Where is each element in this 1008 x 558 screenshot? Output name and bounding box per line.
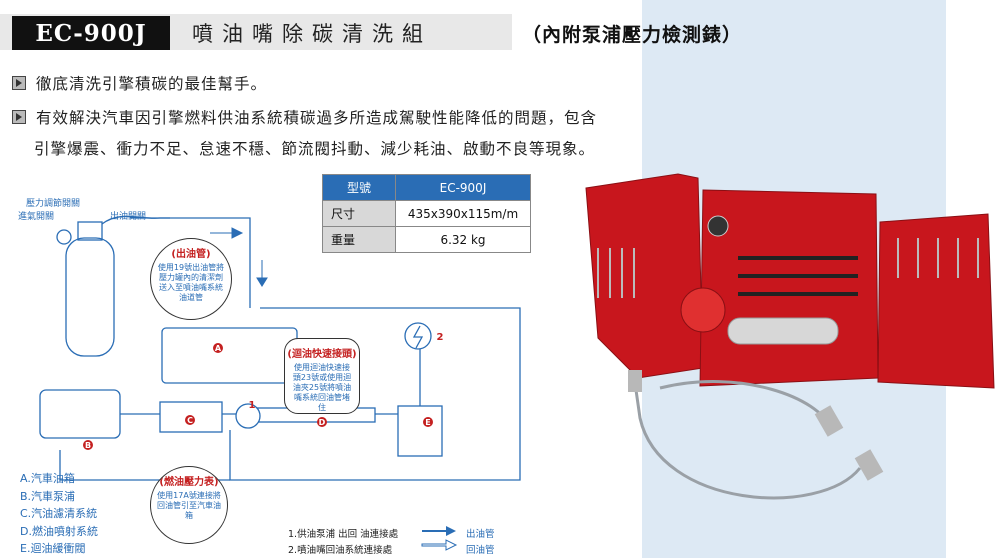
bullet-1-text: 徹底清洗引擎積碳的最佳幫手。	[36, 75, 268, 93]
hose-fitting	[814, 405, 844, 437]
note-1: 1.供油泵浦 出回 油連接處	[288, 529, 399, 540]
spec-row-size: 尺寸 435x390x115m/m	[322, 200, 531, 227]
tool-case-image	[585, 173, 995, 389]
bullet-arrow-icon	[12, 76, 26, 90]
bullet-2-text: 有效解決汽車因引擎燃料供油系統積碳過多所造成駕駛性能降低的問題，包含	[36, 109, 598, 127]
pressure-gauge-icon	[56, 229, 72, 245]
case-hoses	[738, 256, 858, 296]
case-fittings	[597, 238, 979, 298]
back-arrow-icon	[421, 539, 458, 551]
arrow-legend-out: 出油管	[466, 529, 495, 540]
gauge-icon	[707, 215, 729, 237]
callout-title: (迴油快速接頭)	[287, 349, 357, 360]
marker-2: 2	[437, 332, 444, 343]
return-line	[229, 307, 521, 481]
spec-label: 型號	[322, 174, 396, 201]
product-subtitle: （內附泵浦壓力檢測錶）	[522, 24, 743, 46]
pressure-canister	[65, 237, 115, 357]
note-2: 2.噴油嘴回油系統連接處	[288, 545, 393, 556]
braided-hose-1	[632, 375, 862, 500]
out-arrow-icon	[422, 526, 456, 536]
callout-outlet-hose: (出油管) 使用19號出油管將壓力罐內的清潔劑送入至噴油嘴系統油道管	[150, 238, 232, 320]
canister-valve	[77, 221, 103, 241]
legend-item: C.汽油濾清系統	[20, 507, 98, 520]
pressure-switch-label: 壓力調節開關	[26, 199, 81, 209]
diagram-lines	[39, 215, 521, 481]
marker-1: 1	[249, 400, 256, 411]
cleaning-schematic: A B C D E 1 2	[39, 215, 521, 481]
return-regulator-e	[397, 405, 443, 457]
connection-1-icon	[235, 403, 261, 429]
callout-title: (出油管)	[171, 249, 211, 260]
spec-label: 尺寸	[322, 200, 396, 227]
hose-set-image	[628, 370, 884, 500]
spec-value: EC-900J	[395, 174, 531, 201]
case-left-lid	[585, 173, 704, 379]
spec-row-model: 型號 EC-900J	[322, 174, 531, 201]
pressure-gauge-bulb	[680, 287, 726, 333]
arrow-legend-icons	[421, 526, 458, 551]
callout-return-connector: (迴油快速接頭) 使用迴油快速接頭23號或使用迴油夾25號將噴油嘴系統回油管堵住	[284, 338, 360, 414]
spec-value: 6.32 kg	[395, 226, 531, 253]
arrow-legend-back: 回油管	[466, 545, 495, 556]
bullet-1: 徹底清洗引擎積碳的最佳幫手。	[12, 72, 267, 94]
marker-d: D	[319, 418, 326, 427]
case-center	[699, 189, 879, 387]
cleaning-canister	[727, 317, 839, 345]
marker-e: E	[425, 418, 430, 427]
legend-item: E.迴油緩衝閥	[20, 542, 86, 555]
bullet-2-continued: 引擎爆震、衝力不足、怠速不穩、節流閥抖動、減少耗油、啟動不良等現象。	[34, 137, 595, 159]
lightning-icon	[412, 325, 424, 349]
bullet-2-continued-text: 引擎爆震、衝力不足、怠速不穩、節流閥抖動、減少耗油、啟動不良等現象。	[34, 140, 596, 158]
legend-item: D.燃油噴射系統	[20, 524, 98, 538]
braided-hose-2	[659, 380, 832, 429]
callout-body: 使用迴油快速接頭23號或使用迴油夾25號將噴油嘴系統回油管堵住	[292, 363, 352, 412]
marker-c: C	[187, 416, 193, 425]
outlet-switch-label: 出油開關	[110, 212, 147, 222]
spec-value: 435x390x115m/m	[395, 200, 531, 227]
legend-item: A.汽車油箱	[20, 472, 75, 485]
callout-title: (燃油壓力表)	[159, 477, 219, 488]
spec-label: 重量	[322, 226, 396, 253]
case-right-lid	[877, 213, 995, 389]
product-title: 噴油嘴除碳清洗組	[192, 22, 432, 46]
marker-b: B	[85, 441, 91, 450]
flow-arrow-icon	[210, 227, 244, 239]
callout-fuel-gauge: (燃油壓力表) 使用17A號連接將回油管引至汽車油箱	[150, 466, 228, 544]
hose-fitting	[628, 370, 642, 392]
component-legend: A.汽車油箱 B.汽車泵浦 C.汽油濾清系統 D.燃油噴射系統 E.迴油緩衝閥	[20, 470, 98, 558]
connection-2-icon	[404, 322, 432, 350]
callout-body: 使用19號出油管將壓力罐內的清潔劑送入至噴油嘴系統油道管	[157, 263, 225, 302]
bullet-arrow-icon	[12, 110, 26, 124]
fuel-tank-a	[161, 327, 298, 384]
fuel-pump-b	[39, 389, 121, 439]
spec-table: 型號 EC-900J 尺寸 435x390x115m/m 重量 6.32 kg	[322, 174, 531, 253]
regulator-line	[406, 339, 421, 406]
component-markers: A B C D E 1 2	[83, 332, 444, 450]
legend-item: B.汽車泵浦	[20, 489, 76, 503]
bullet-2: 有效解決汽車因引擎燃料供油系統積碳過多所造成駕駛性能降低的問題，包含	[12, 106, 597, 128]
model-badge: EC-900J	[12, 16, 170, 50]
callout-body: 使用17A號連接將回油管引至汽車油箱	[157, 491, 221, 520]
marker-a: A	[215, 344, 222, 353]
flow-arrow-icon	[256, 260, 268, 287]
intake-switch-label: 進氣開關	[18, 212, 55, 222]
spec-row-weight: 重量 6.32 kg	[322, 226, 531, 253]
hose-fitting	[854, 449, 884, 481]
